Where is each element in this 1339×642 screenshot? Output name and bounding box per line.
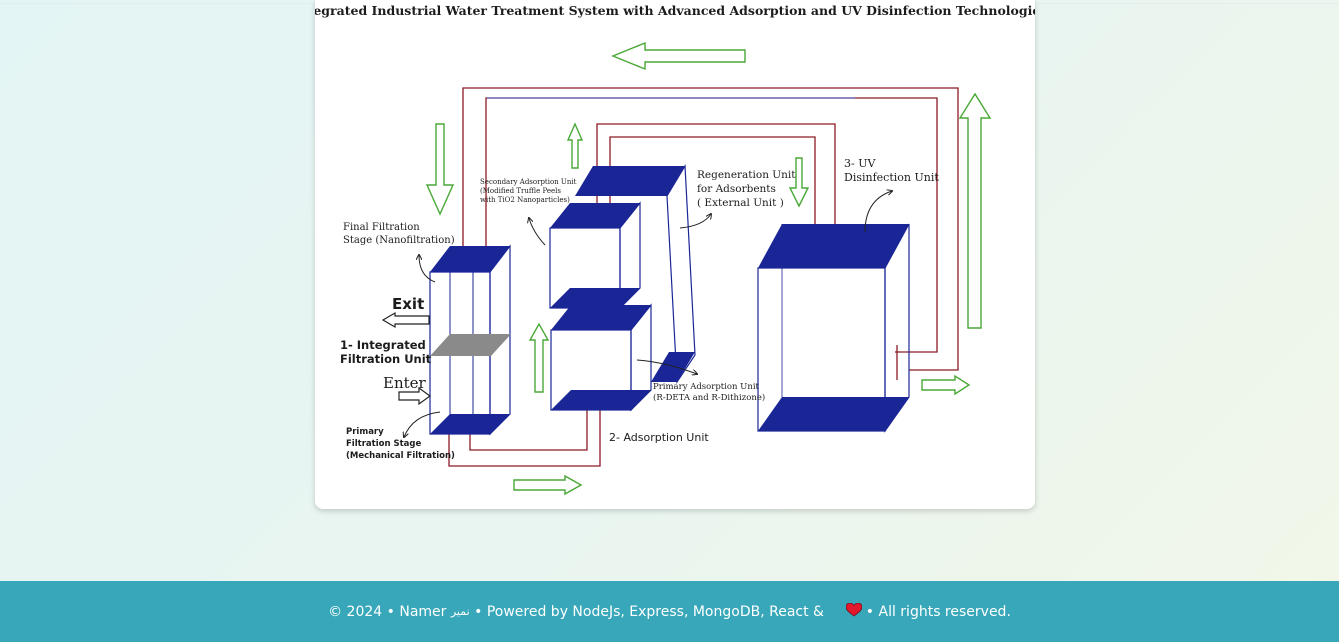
treatment-diagram: Integrated Industrial Water Treatment Sy… <box>315 3 1035 496</box>
flow-arrow-bottom <box>513 474 583 496</box>
footer-copyright: © 2024 • <box>328 603 395 620</box>
label-primary-adsorption-2: (R-DETA and R-Dithizone) <box>653 392 765 403</box>
label-primary-filtration-1: Primary <box>346 427 384 437</box>
flow-arrow-top <box>611 41 746 71</box>
label-regeneration-1: Regeneration Unit <box>697 169 796 181</box>
primary-adsorption-box <box>550 303 652 412</box>
uv-disinfection-box <box>757 223 910 433</box>
label-secondary-1: Secondary Adsorption Unit <box>480 178 577 186</box>
label-primary-filtration-3: (Mechanical Filtration) <box>346 451 455 461</box>
flow-arrow-down-left <box>425 123 455 216</box>
label-primary-adsorption-1: Primary Adsorption Unit <box>653 382 760 392</box>
exit-arrow <box>381 311 430 329</box>
label-integrated-2: Filtration Unit <box>340 352 432 366</box>
footer: © 2024 • Namer نمير • Powered by NodeJs,… <box>0 581 1339 642</box>
label-regeneration-3: ( External Unit ) <box>697 197 784 209</box>
label-primary-filtration-2: Filtration Stage <box>346 439 421 449</box>
flow-arrow-down-regeneration <box>788 157 810 208</box>
label-integrated-1: 1- Integrated <box>340 338 426 352</box>
pointer-arrows <box>404 191 892 437</box>
heart-icon <box>828 587 863 637</box>
enter-arrow <box>398 386 432 406</box>
secondary-adsorption-box <box>549 164 696 384</box>
label-enter: Enter <box>383 374 427 392</box>
flow-arrow-right-uv <box>921 374 971 396</box>
diagram-title: Integrated Industrial Water Treatment Sy… <box>315 3 1035 18</box>
label-uv-1: 3- UV <box>844 157 876 170</box>
label-final-filtration-2: Stage (Nanofiltration) <box>343 235 455 246</box>
label-regeneration-2: for Adsorbents <box>697 183 776 195</box>
footer-name: Namer <box>399 603 447 620</box>
label-adsorption-unit: 2- Adsorption Unit <box>609 431 709 444</box>
diagram-card: Integrated Industrial Water Treatment Sy… <box>315 0 1035 509</box>
flow-arrows <box>425 41 992 496</box>
footer-name-arabic: نمير <box>450 605 470 618</box>
flow-arrow-up-primary <box>528 322 550 393</box>
membrane-plate <box>430 334 511 356</box>
label-secondary-2: (Modified Truffle Peels <box>480 187 561 195</box>
footer-powered: • Powered by NodeJs, Express, MongoDB, R… <box>474 603 824 620</box>
label-secondary-3: with TiO2 Nanoparticles) <box>480 196 570 204</box>
flow-arrow-up-secondary <box>566 122 584 169</box>
footer-rights: • All rights reserved. <box>865 603 1011 620</box>
flow-arrow-up-right <box>958 92 992 329</box>
filtration-unit <box>429 244 511 436</box>
exit-enter-arrows <box>381 311 432 406</box>
label-uv-2: Disinfection Unit <box>844 171 939 184</box>
label-final-filtration-1: Final Filtration <box>343 222 420 233</box>
label-exit: Exit <box>392 295 424 313</box>
